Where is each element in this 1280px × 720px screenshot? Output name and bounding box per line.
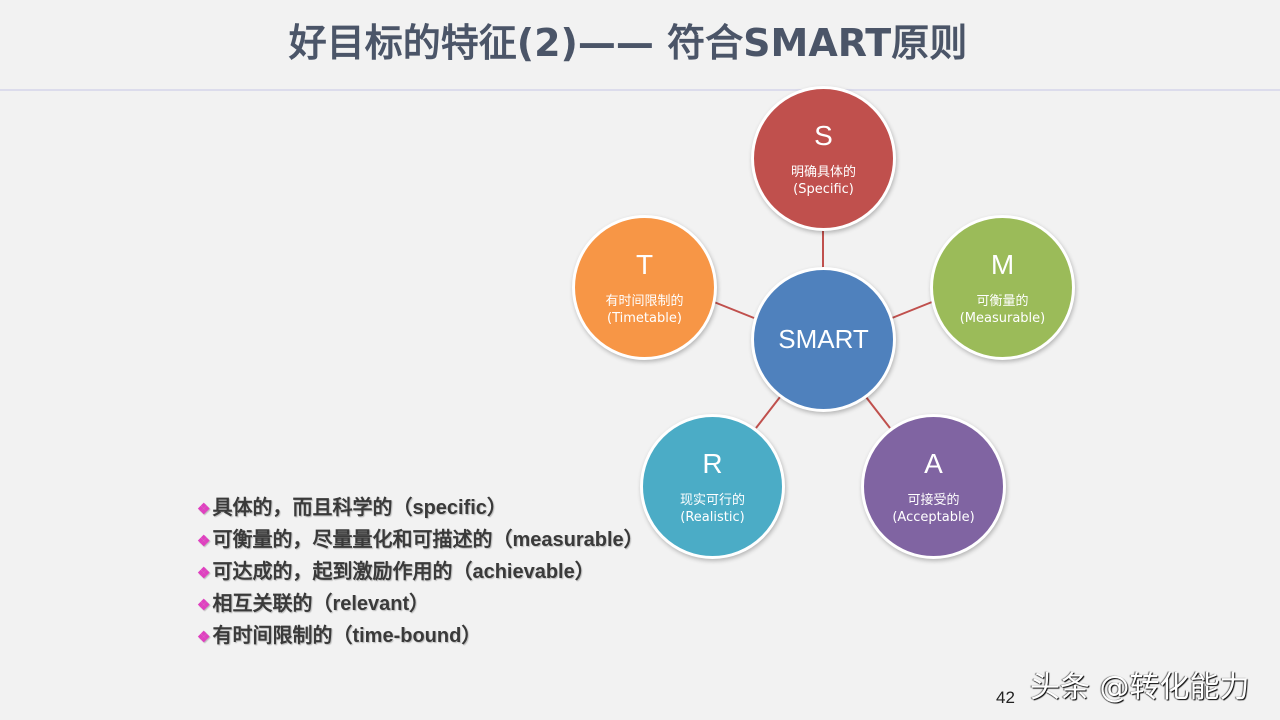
node-a: A 可接受的 (Acceptable) xyxy=(861,414,1006,559)
bullet-item: ❖具体的，而且科学的（specific） xyxy=(197,493,644,525)
node-zh: 可接受的 xyxy=(907,492,960,508)
node-t: T 有时间限制的 (Timetable) xyxy=(572,215,717,360)
node-letter: M xyxy=(990,248,1015,280)
node-letter: S xyxy=(814,119,833,151)
node-zh: 可衡量的 xyxy=(976,293,1029,309)
node-s: S 明确具体的 (Specific) xyxy=(751,86,896,231)
node-m: M 可衡量的 (Measurable) xyxy=(930,215,1075,360)
node-zh: 有时间限制的 xyxy=(605,293,684,309)
bullet-text: 具体的，而且科学的（specific） xyxy=(212,497,507,519)
connector-t xyxy=(713,301,755,319)
node-letter: A xyxy=(924,447,943,479)
bullet-text: 相互关联的（relevant） xyxy=(212,593,430,615)
bullet-item: ❖相互关联的（relevant） xyxy=(197,589,644,621)
bullet-item: ❖有时间限制的（time-bound） xyxy=(197,621,644,653)
connector-r xyxy=(755,396,781,429)
bullet-text: 有时间限制的（time-bound） xyxy=(212,625,482,647)
node-center-smart: SMART xyxy=(751,267,896,412)
bullet-text: 可达成的，起到激励作用的（achievable） xyxy=(212,561,595,583)
diamond-bullet-icon: ❖ xyxy=(197,629,211,646)
node-zh: 现实可行的 xyxy=(679,492,745,508)
node-en: (Specific) xyxy=(793,181,854,197)
node-en: (Timetable) xyxy=(607,310,682,326)
bullet-item: ❖可达成的，起到激励作用的（achievable） xyxy=(197,557,644,589)
title-divider xyxy=(0,89,1280,91)
bullet-list: ❖具体的，而且科学的（specific） ❖可衡量的，尽量量化和可描述的（mea… xyxy=(197,493,644,653)
node-r: R 现实可行的 (Realistic) xyxy=(640,414,785,559)
diamond-bullet-icon: ❖ xyxy=(197,501,211,518)
diamond-bullet-icon: ❖ xyxy=(197,565,211,582)
connector-a xyxy=(865,396,891,429)
node-en: (Measurable) xyxy=(959,310,1046,326)
node-letter: R xyxy=(702,447,723,479)
node-zh: 明确具体的 xyxy=(790,164,856,180)
watermark: 头条 @转化能力 xyxy=(1030,670,1250,705)
slide-title: 好目标的特征(2)—— 符合SMART原则 xyxy=(288,21,968,65)
connector-m xyxy=(891,301,933,319)
center-label: SMART xyxy=(778,324,869,354)
bullet-text: 可衡量的，尽量量化和可描述的（measurable） xyxy=(212,529,644,551)
node-en: (Acceptable) xyxy=(892,509,975,525)
page-number: 42 xyxy=(996,688,1015,707)
bullet-item: ❖可衡量的，尽量量化和可描述的（measurable） xyxy=(197,525,644,557)
node-en: (Realistic) xyxy=(680,509,745,525)
node-letter: T xyxy=(635,248,654,280)
diamond-bullet-icon: ❖ xyxy=(197,597,211,614)
diamond-bullet-icon: ❖ xyxy=(197,533,211,550)
